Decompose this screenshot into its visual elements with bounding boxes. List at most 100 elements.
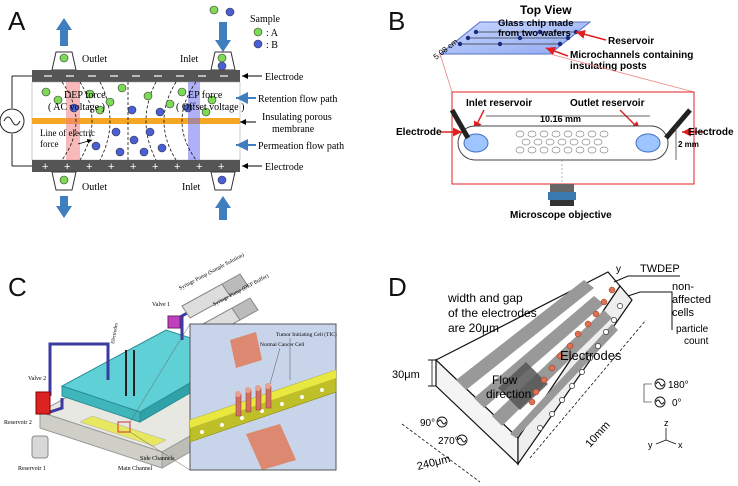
microscope-objective-icon [548,184,576,206]
outlet-bottom-label: Outlet [82,182,107,193]
efield-label-1: Line of electric [40,128,95,138]
svg-text:+: + [86,161,92,173]
panel-b-letter: B [388,6,405,36]
porous-membrane [32,118,240,124]
axis-y-top: y [616,264,621,275]
flow-arrow-up-right-bottom [215,196,231,220]
top-view-title: Top View [520,3,572,17]
flow-direction-label-2: direction [486,387,531,401]
normal-cell-label: Normal Cancer Cell [260,342,305,348]
axes-indicator-icon [655,428,677,445]
inlet-bottom-label: Inlet [182,182,201,193]
channel-length-dim: 10.16 mm [540,114,581,124]
particle-count-label-1: particle [676,324,709,335]
legend-a-swatch [253,27,263,37]
channel-height-dim: 2 mm [678,140,699,149]
membrane-label-2: membrane [272,124,315,135]
chip-label-1: Glass chip made [498,18,574,29]
sample-a-dot [209,5,219,15]
electrode-bottom-label: Electrode [265,162,304,173]
panel-c: C Electrodes Syringe Pump (Sample Soluti… [4,251,337,472]
phase-90-label: 90° [420,418,435,429]
microchannel [457,125,669,161]
zoom-side-channel-bottom [246,424,296,470]
sample-b-dot [225,7,235,17]
permeation-flow-label: Permeation flow path [258,141,344,152]
axis-z-label: z [664,418,669,428]
electrode-top-label: Electrode [265,72,304,83]
legend-b-label: : B [266,40,278,51]
outlet-reservoir [635,133,661,153]
svg-text:+: + [64,161,70,173]
flow-direction-label-1: Flow [492,373,518,387]
particles-unaffected [537,303,623,431]
twdep-label: TWDEP [640,263,680,275]
panel-a-letter: A [8,6,26,36]
svg-text:+: + [196,161,202,173]
flow-arrow-down-left-bottom [56,196,72,218]
valve-1-label: Valve 1 [152,302,170,308]
electric-field-lines [61,81,197,161]
ac-source-icon [0,75,32,167]
flow-arrow-up-left-top [56,18,72,46]
particles-a [41,83,217,117]
electrode-pin-left [449,108,471,140]
width-gap-label-3: are 20μm [448,321,499,335]
non-affected-label-3: cells [672,307,695,319]
sample-a-dot [217,53,227,63]
inlet-reservoir-label: Inlet reservoir [466,98,532,109]
zoom-side-channel-top [230,332,262,368]
sample-b-dot [217,61,227,71]
valve-2-label: Valve 2 [28,376,46,382]
non-affected-label-1: non- [672,281,694,293]
electrodes-label: Electrodes [111,323,120,345]
legend-b-swatch [253,39,263,49]
panel-d: D TWDEP y [388,263,711,483]
svg-text:+: + [108,161,114,173]
flow-region [498,362,548,410]
main-channel [79,415,167,447]
ep-force-label-2: ( Offset voltage ) [176,102,244,113]
reservoir-2-label: Reservoir 2 [4,420,32,426]
side-channels-label: Side Channels [140,456,175,462]
insulating-posts [515,130,609,154]
outlet-reservoir-label: Outlet reservoir [570,98,645,109]
height-dim-label: 30μm [392,369,420,381]
axis-y-label: y [648,440,653,450]
electrode-pin-right [664,108,692,140]
panel-a: A Outlet Inlet Sample : A : B [0,5,344,220]
ep-force-band [188,82,200,160]
phase-180-label: 180° [668,380,689,391]
svg-text:+: + [130,161,136,173]
panel-c-letter: C [8,272,27,302]
reservoir-1-icon [31,435,49,459]
svg-text:+: + [152,161,158,173]
valve-2-icon [35,391,51,415]
zoom-indicator [117,421,131,433]
length-dim-label: 10mm [583,419,612,450]
electrode-bottom [32,160,240,172]
electrode-right-label: Electrode [688,127,734,138]
main-channel-label: Main Channel [118,466,152,472]
non-affected-label-2: affected [672,294,711,306]
tic-label: Tumor Initiating Cell (TIC) [276,331,337,338]
legend-title: Sample [250,14,281,25]
phase-270-label: 270° [438,436,459,447]
axis-x-label: x [678,440,683,450]
phase-source-0-icon [654,396,666,408]
phase-source-270-icon [456,434,468,446]
dep-force-band [66,82,80,160]
chip-label-2: from two wafers [498,28,571,39]
svg-text:+: + [174,161,180,173]
reservoir-label: Reservoir [608,36,654,47]
width-gap-label-1: width and gap [447,291,523,305]
retention-flow-label: Retention flow path [258,94,337,105]
microchannels-label-1: Microchannels containing [570,50,693,61]
phase-source-180-icon [654,378,666,390]
particles-b [69,103,193,157]
chip-reservoirs [457,29,579,47]
valve-1-icon [167,315,181,329]
particles-deflected [528,286,616,406]
outlet-top-label: Outlet [82,54,107,65]
